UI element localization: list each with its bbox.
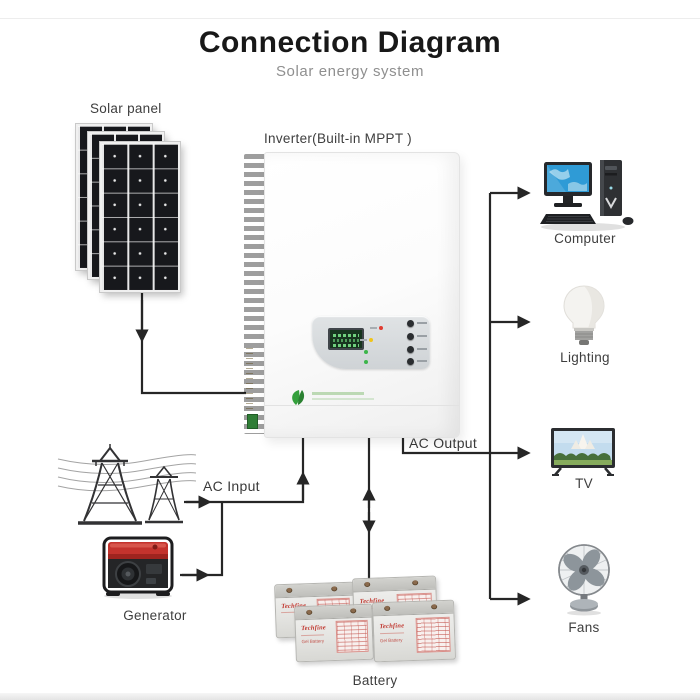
inverter-lcd-display [328, 328, 364, 350]
battery-unit: Techfine Gel Battery [294, 603, 374, 663]
page-title: Connection Diagram [198, 26, 502, 59]
battery-spec-label [335, 619, 369, 654]
power-towers-icon [57, 444, 196, 525]
page-subtitle: Solar energy system [275, 63, 425, 80]
brand-text-placeholder [312, 392, 374, 400]
inverter-button [407, 320, 414, 327]
status-led-yellow [369, 338, 373, 342]
lighting-label: Lighting [560, 350, 610, 365]
button-caption [417, 322, 427, 324]
bottom-divider [0, 693, 700, 700]
top-divider [0, 18, 700, 19]
inverter-pv-connector [247, 414, 258, 429]
computer-icon [540, 160, 634, 231]
computer-label: Computer [554, 231, 616, 246]
inverter-terminal-strip [246, 348, 253, 412]
battery-spec-label [415, 616, 451, 653]
solar-panel-icon [76, 124, 180, 292]
battery-type-text: Gel Battery [301, 638, 325, 645]
battery-type-text: Gel Battery [379, 637, 403, 643]
inverter-button [407, 358, 414, 365]
inverter-control-panel [312, 316, 430, 369]
lightbulb-icon [563, 285, 605, 345]
battery-label: Battery [352, 673, 398, 688]
solar-panel [100, 142, 180, 292]
battery-bank-icon: Techfine Techfine Techfine Gel Battery T… [263, 575, 468, 675]
inverter-brand-logo [288, 389, 398, 407]
generator-icon [102, 536, 174, 599]
solar-panel-label: Solar panel [90, 101, 162, 116]
led-caption [360, 339, 367, 341]
tv-icon [551, 428, 615, 476]
inverter-front-panel [264, 152, 460, 438]
inverter-button [407, 333, 414, 340]
leaf-logo-icon [292, 390, 305, 405]
status-led-red [379, 326, 383, 330]
status-led-green [364, 360, 368, 364]
fans-label: Fans [568, 620, 600, 635]
generator-label: Generator [123, 608, 187, 623]
ac-input-label: AC Input [203, 478, 260, 494]
status-led-green [364, 350, 368, 354]
inverter-seam [265, 405, 459, 406]
battery-unit: Techfine Gel Battery [371, 599, 457, 663]
wire-pv [140, 288, 246, 395]
inverter-button [407, 346, 414, 353]
lcd-readout-row [333, 334, 359, 337]
inverter-label: Inverter(Built-in MPPT ) [264, 131, 412, 146]
tv-label: TV [575, 476, 593, 491]
fan-icon [558, 544, 610, 616]
button-caption [417, 360, 427, 362]
button-caption [417, 335, 427, 337]
lcd-readout-row [333, 339, 359, 342]
inverter-icon [244, 152, 460, 438]
led-caption [370, 327, 377, 329]
battery-brand-text: Techfine [379, 622, 405, 630]
battery-brand-text: Techfine [301, 624, 327, 633]
button-caption [417, 348, 427, 350]
lcd-readout-row [333, 344, 359, 347]
ac-output-label: AC Output [409, 435, 478, 451]
inverter-heatsink [244, 154, 264, 434]
